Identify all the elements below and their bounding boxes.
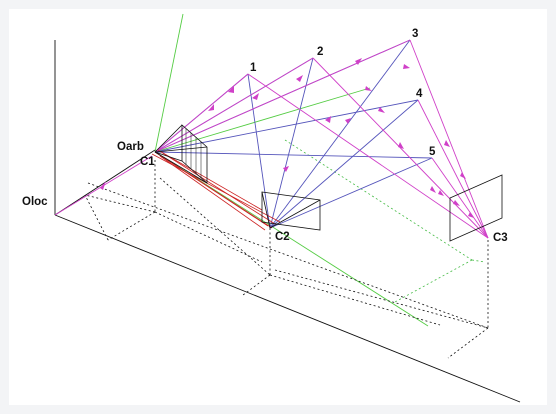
rays-camera-1 [154, 39, 433, 159]
image-plane-c3 [449, 174, 503, 242]
rays-c1-c2 [151, 149, 281, 231]
point-3-label: 3 [412, 28, 418, 40]
camera-3-label: C3 [493, 232, 508, 244]
point-1-label: 1 [250, 62, 257, 74]
diagram-frame: Oloc Oarb C1 C2 C3 1 2 3 4 5 [9, 9, 547, 405]
origin-local-label: Oloc [22, 196, 48, 208]
camera-1-label: C1 [140, 156, 155, 168]
image-plane-c2 [261, 191, 321, 231]
point-2-label: 2 [317, 46, 323, 58]
origin-arbitrary-label: Oarb [117, 141, 144, 153]
loc-to-arb-link [54, 155, 153, 216]
ray-arrowheads [208, 58, 474, 218]
camera-2-label: C2 [275, 231, 290, 243]
projection-dotted-lines [84, 160, 489, 359]
rays-camera-3 [154, 39, 489, 239]
image-plane-c1 [154, 124, 208, 184]
point-4-label: 4 [416, 88, 423, 100]
projection-green-dotted-lines [284, 139, 486, 303]
camera-geometry-diagram: Oloc Oarb C1 C2 C3 1 2 3 4 5 [22, 13, 521, 403]
point-5-label: 5 [429, 146, 436, 158]
